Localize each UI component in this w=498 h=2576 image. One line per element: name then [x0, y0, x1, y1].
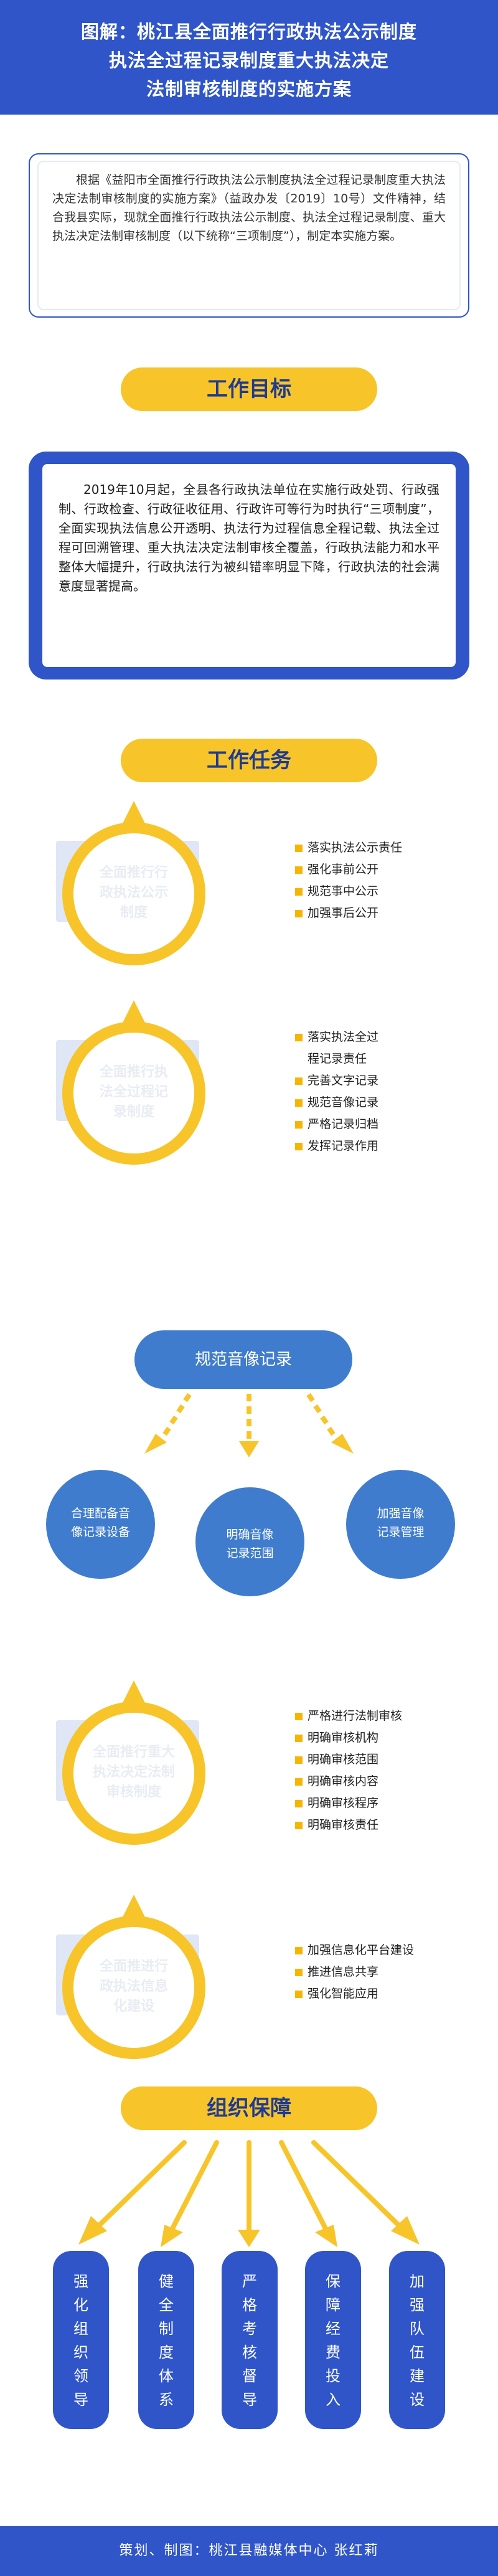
av-record-pill: 规范音像记录	[134, 1330, 352, 1389]
list-item: 严格进行法制审核	[295, 1705, 402, 1727]
av-circle-scope: 明确音像 记录范围	[195, 1487, 304, 1596]
section-title-org: 组织保障	[121, 2086, 377, 2130]
task-1-badge-tip	[121, 801, 146, 826]
list-item: 明确审核范围	[295, 1749, 402, 1771]
list-item: 规范音像记录	[295, 1092, 378, 1114]
av-circle-management: 加强音像 记录管理	[346, 1470, 455, 1579]
task-4-badge: 全面推进行 政执法信息 化建设	[62, 1895, 205, 2059]
task-3-badge: 全面推行重大 执法决定法制 审核制度	[62, 1680, 205, 1845]
section-title-goal: 工作目标	[121, 367, 377, 411]
task-3-label: 全面推行重大 执法决定法制 审核制度	[92, 1745, 175, 1800]
org-arrow-5	[311, 2140, 420, 2245]
av-arrow-center	[239, 1394, 259, 1457]
task-2-list: 落实执法全过 程记录责任 完善文字记录 规范音像记录 严格记录归档 发挥记录作用	[295, 1026, 378, 1157]
list-item-continuation: 程记录责任	[308, 1052, 367, 1066]
intro-text: 根据《益阳市全面推行行政执法公示制度执法全过程记录制度重大执法决定法制审核制度的…	[37, 161, 461, 310]
av-arrow-left	[144, 1393, 192, 1454]
org-arrows	[78, 2140, 420, 2247]
list-item: 明确审核机构	[295, 1727, 402, 1749]
goal-text: 2019年10月起，全县各行政执法单位在实施行政处罚、行政强制、行政检查、行政征…	[42, 464, 456, 667]
task-1-list: 落实执法公示责任 强化事前公开 规范事中公示 加强事后公开	[295, 837, 402, 924]
task-3-badge-tip	[121, 1680, 146, 1705]
list-item: 落实执法公示责任	[295, 837, 402, 859]
list-item: 发挥记录作用	[295, 1135, 378, 1157]
footer-credit: 策划、制图：桃江县融媒体中心 张红莉	[0, 2526, 498, 2576]
org-column-assessment: 严 格 考 核 督 导	[222, 2251, 278, 2429]
task-2-badge: 全面推行执 法全过程记 录制度	[62, 1000, 205, 1165]
task-2-badge-tip	[121, 1000, 146, 1025]
header-title-line-1: 图解：桃江县全面推行行政执法公示制度	[80, 21, 417, 42]
org-arrow-4	[279, 2140, 337, 2247]
intro-box: 根据《益阳市全面推行行政执法公示制度执法全过程记录制度重大执法决定法制审核制度的…	[29, 153, 469, 318]
list-item: 推进信息共享	[295, 1961, 414, 1983]
org-column-team: 加 强 队 伍 建 设	[389, 2251, 445, 2429]
av-circle-equipment: 合理配备音 像记录设备	[46, 1470, 155, 1579]
task-4-list: 加强信息化平台建设 推进信息共享 强化智能应用	[295, 1939, 414, 2005]
list-item: 完善文字记录	[295, 1070, 378, 1092]
org-column-leadership: 强 化 组 织 领 导	[53, 2251, 109, 2429]
org-arrow-2	[161, 2140, 219, 2247]
list-item: 严格记录归档	[295, 1114, 378, 1135]
org-column-system: 健 全 制 度 体 系	[138, 2251, 194, 2429]
task-4-badge-tip	[121, 1895, 146, 1920]
goal-box: 2019年10月起，全县各行政执法单位在实施行政处罚、行政强制、行政检查、行政征…	[29, 452, 469, 680]
header-title-line-2: 执法全过程记录制度重大执法决定	[108, 50, 389, 71]
task-1-label: 全面推行行 政执法公示 制度	[99, 865, 168, 921]
list-item: 强化事前公开	[295, 859, 402, 881]
list-item: 明确审核程序	[295, 1792, 402, 1814]
list-item: 落实执法全过	[295, 1026, 378, 1048]
org-column-funding: 保 障 经 费 投 入	[305, 2251, 361, 2429]
org-arrow-1	[78, 2140, 187, 2245]
av-arrows	[144, 1393, 354, 1457]
org-arrow-3	[238, 2140, 260, 2247]
list-item: 加强事后公开	[295, 902, 402, 924]
task-3-list: 严格进行法制审核 明确审核机构 明确审核范围 明确审核内容 明确审核程序 明确审…	[295, 1705, 402, 1836]
section-title-tasks: 工作任务	[121, 739, 377, 782]
task-4-label: 全面推进行 政执法信息 化建设	[99, 1959, 168, 2014]
list-item: 明确审核责任	[295, 1814, 402, 1836]
av-arrow-right	[306, 1393, 354, 1454]
list-item: 强化智能应用	[295, 1983, 414, 2005]
header-banner: 图解：桃江县全面推行行政执法公示制度 执法全过程记录制度重大执法决定 法制审核制…	[0, 0, 498, 115]
task-2-label: 全面推行执 法全过程记 录制度	[99, 1064, 168, 1120]
task-1-badge: 全面推行行 政执法公示 制度	[62, 801, 205, 965]
list-item: 加强信息化平台建设	[295, 1939, 414, 1961]
list-item: 明确审核内容	[295, 1771, 402, 1792]
list-item: 规范事中公示	[295, 881, 402, 902]
header-title-line-3: 法制审核制度的实施方案	[146, 78, 352, 100]
